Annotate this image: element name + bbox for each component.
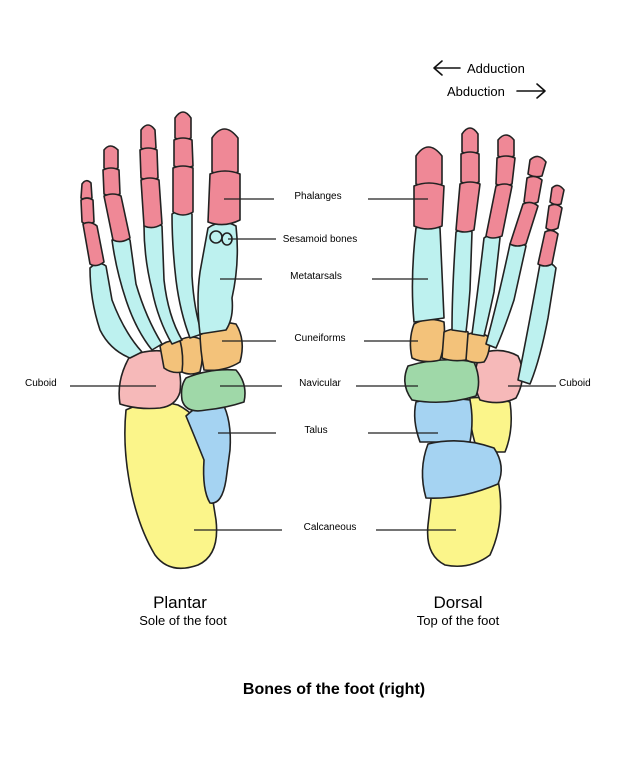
dorsal-phalanx-2c bbox=[456, 182, 480, 232]
dorsal-phalanx-3c bbox=[486, 184, 512, 238]
plantar-phalanx-5c bbox=[83, 222, 104, 265]
label-phalanges: Phalanges bbox=[294, 191, 341, 202]
dorsal-phalanx-1a bbox=[416, 147, 442, 187]
label-metatarsals: Metatarsals bbox=[290, 271, 342, 282]
plantar-phalanx-2b bbox=[174, 138, 193, 168]
dorsal-phalanx-4a bbox=[528, 156, 546, 176]
plantar-sesamoid-1 bbox=[210, 231, 222, 243]
abduction-label: Abduction bbox=[447, 84, 505, 99]
plantar-phalanx-4a bbox=[104, 146, 118, 170]
plantar-phalanx-4c bbox=[104, 194, 130, 242]
plantar-phalanx-1a bbox=[212, 129, 238, 175]
plantar-metatarsal-2 bbox=[172, 211, 202, 338]
label-talus: Talus bbox=[304, 425, 327, 436]
dorsal-caption: Dorsal bbox=[433, 593, 482, 612]
plantar-phalanx-1b bbox=[208, 171, 240, 225]
plantar-phalanx-5b bbox=[81, 198, 94, 224]
dorsal-metatarsal-5 bbox=[518, 263, 556, 384]
diagram-title: Bones of the foot (right) bbox=[243, 681, 425, 698]
plantar-subcaption: Sole of the foot bbox=[139, 613, 227, 628]
dorsal-phalanx-3a bbox=[498, 135, 514, 158]
right-arrow-icon bbox=[517, 84, 545, 98]
plantar-cuneiform-middle bbox=[180, 337, 203, 374]
dorsal-phalanx-2a bbox=[462, 128, 478, 154]
plantar-phalanx-4b bbox=[103, 168, 120, 196]
plantar-caption: Plantar bbox=[153, 593, 207, 612]
captions: Plantar Sole of the foot Dorsal Top of t… bbox=[139, 593, 499, 628]
dorsal-phalanx-5b bbox=[546, 204, 562, 230]
plantar-phalanx-2a bbox=[175, 112, 191, 140]
dorsal-phalanx-2b bbox=[461, 152, 479, 184]
direction-legend: Adduction Abduction bbox=[434, 61, 545, 99]
label-cuboid-left: Cuboid bbox=[25, 378, 57, 389]
dorsal-metatarsal-1 bbox=[412, 225, 444, 322]
adduction-label: Adduction bbox=[467, 61, 525, 76]
dorsal-phalanx-3b bbox=[496, 156, 515, 186]
dorsal-phalanx-4c bbox=[510, 202, 538, 246]
label-sesamoid: Sesamoid bones bbox=[283, 234, 358, 245]
label-cuneiforms: Cuneiforms bbox=[294, 333, 345, 344]
dorsal-navicular bbox=[405, 360, 479, 403]
plantar-phalanx-3c bbox=[141, 178, 162, 228]
dorsal-foot bbox=[405, 128, 564, 566]
label-navicular: Navicular bbox=[299, 378, 341, 389]
left-arrow-icon bbox=[434, 61, 460, 75]
label-cuboid-right: Cuboid bbox=[559, 378, 591, 389]
dorsal-phalanx-1b bbox=[414, 183, 444, 229]
dorsal-phalanx-5c bbox=[538, 230, 558, 266]
label-calcaneous: Calcaneous bbox=[304, 522, 357, 533]
plantar-foot bbox=[81, 112, 245, 568]
dorsal-cuneiform-lateral bbox=[466, 333, 490, 363]
dorsal-phalanx-4b bbox=[524, 176, 542, 204]
plantar-phalanx-2c bbox=[173, 166, 193, 215]
plantar-phalanx-5a bbox=[81, 181, 92, 200]
dorsal-cuneiform-middle bbox=[442, 329, 469, 361]
dorsal-subcaption: Top of the foot bbox=[417, 613, 500, 628]
plantar-phalanx-3a bbox=[141, 125, 156, 150]
dorsal-talus-neck bbox=[415, 398, 472, 442]
plantar-navicular bbox=[182, 370, 246, 411]
dorsal-metatarsal-2 bbox=[452, 229, 472, 332]
plantar-phalanx-3b bbox=[140, 148, 158, 180]
dorsal-phalanx-5a bbox=[550, 185, 564, 204]
